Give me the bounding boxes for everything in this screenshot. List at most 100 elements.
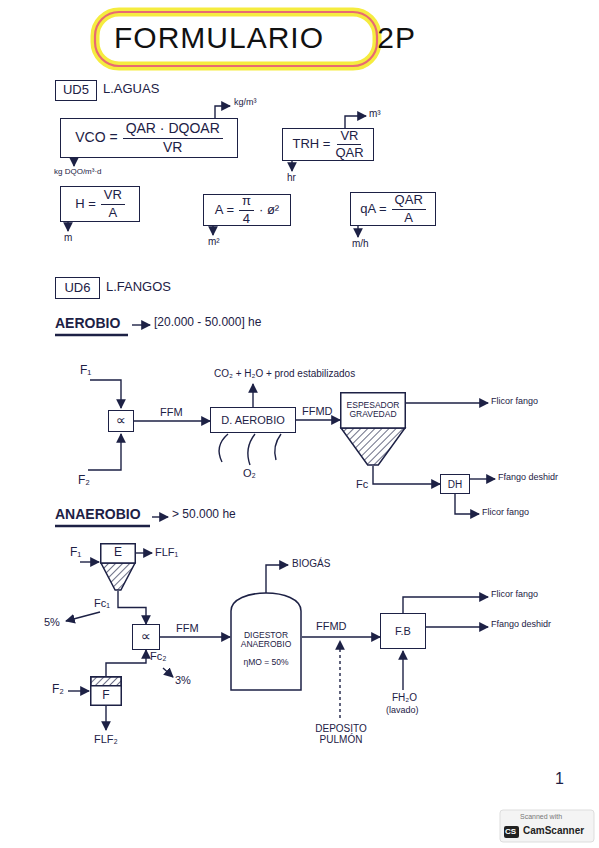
thickener: ESPESADOR GRAVEDAD <box>340 392 406 466</box>
section-box: UD6 <box>55 277 100 299</box>
flow-connector <box>302 636 380 637</box>
flow-name: FFMD <box>302 405 333 417</box>
unit-arrow <box>67 222 68 231</box>
node-content: F <box>90 685 122 706</box>
unit-note: m² <box>208 236 220 247</box>
flow-arrow <box>68 690 89 691</box>
unit-arrow <box>215 106 230 118</box>
node-content: ESPESADOR GRAVEDAD <box>340 392 406 428</box>
node-text: UD6 <box>64 281 90 295</box>
node-text: F.B <box>395 625 411 637</box>
node-content: DIGESTOR ANAEROBIOηMO = 50% <box>230 607 302 691</box>
subsection-title: ANAEROBIO <box>55 507 141 522</box>
hopper-shape <box>101 563 135 590</box>
unit-arrow <box>212 226 213 235</box>
subsection-title: AEROBIO <box>55 316 120 331</box>
percent-note: 5% <box>44 616 60 628</box>
gas-name: O₂ <box>243 467 256 479</box>
dashed-arrow <box>339 641 340 718</box>
digester: DIGESTOR ANAEROBIOηMO = 50% <box>230 583 302 691</box>
unit-arrow <box>73 158 74 166</box>
flow-name: Flicor fango <box>482 508 529 518</box>
watermark-text: CamScanner <box>523 825 584 836</box>
flow-name: FLF₁ <box>155 546 178 558</box>
node-text: E <box>114 546 122 559</box>
node-text: UD5 <box>63 83 89 97</box>
note-arrow <box>66 612 100 621</box>
float-layer <box>91 677 122 686</box>
formula-box: VCO = QAR · DQOARVR <box>60 118 238 158</box>
flow-arrow <box>470 478 495 479</box>
unit-note: m/h <box>352 238 369 249</box>
flow-name: Fc₂ <box>150 650 167 662</box>
formula-box: A =π4· ø² <box>203 194 291 226</box>
node-content: ∝ <box>133 625 159 649</box>
fraction-numerator: QAR <box>392 193 426 209</box>
unit-arrow <box>357 226 358 237</box>
fraction-numerator: VR <box>101 188 125 204</box>
unit-note: m <box>64 232 72 243</box>
range-note: [20.000 - 50.000] he <box>154 316 261 329</box>
tank-shape <box>91 677 122 706</box>
flow-name: F₁ <box>80 364 91 377</box>
section-title: L.FANGOS <box>106 280 171 294</box>
flow-name: FH₂O <box>392 692 417 703</box>
unit-note: kg/m³ <box>234 98 257 108</box>
node-content: D. AEROBIO <box>211 408 295 432</box>
heading-arrow <box>152 516 168 517</box>
flow-connector <box>160 636 230 637</box>
flow-name: Ffango deshidr <box>498 473 558 483</box>
fraction-denominator: A <box>404 210 413 225</box>
flow-name: Ffango deshidr <box>491 620 551 630</box>
fraction-numerator: VR <box>337 129 361 145</box>
flow-arrow <box>455 494 479 514</box>
flow-arrow <box>406 402 488 403</box>
flotation-unit: F <box>90 676 122 706</box>
node-text: DIGESTOR ANAEROBIO <box>233 631 299 650</box>
flow-arrow <box>402 651 403 690</box>
node-content: F.B <box>381 614 425 648</box>
tank-shape <box>341 393 406 428</box>
tank-note: DEPOSITO PULMÓN <box>306 723 376 745</box>
flow-name: Flicor fango <box>491 590 538 600</box>
section-box: UD5 <box>55 80 97 101</box>
flow-arrow <box>80 561 99 562</box>
flow-name: FFMD <box>316 620 347 632</box>
unit-note: m³ <box>369 108 381 119</box>
heading-underline <box>55 334 128 336</box>
hopper-shape <box>341 428 405 465</box>
flow-name: Fc <box>356 478 368 490</box>
formula-lhs: qA = <box>360 202 386 216</box>
flow-arrow <box>90 380 121 408</box>
flow-connector <box>134 420 210 421</box>
formula-lhs: VCO = <box>75 130 117 145</box>
watermark-box <box>500 810 594 842</box>
flow-name: FFM <box>176 622 199 634</box>
node-content: VCO = QAR · DQOARVR <box>61 119 237 157</box>
flow-arrow <box>88 434 121 470</box>
tank-shape <box>101 544 136 563</box>
fraction: QARA <box>392 193 426 225</box>
flow-note: (lavado) <box>386 706 419 716</box>
percent-note: 3% <box>175 674 191 686</box>
page-title: FORMULARIO 2P <box>114 21 416 55</box>
fraction-denominator: VR <box>163 139 182 155</box>
node-content: UD6 <box>56 278 99 298</box>
fraction: VRQAR <box>335 129 363 161</box>
node-content: A =π4· ø² <box>204 195 290 225</box>
product-note: CO₂ + H₂O + prod estabilizados <box>214 368 355 379</box>
flow-arrow <box>426 626 488 627</box>
node-text: D. AEROBIO <box>221 414 285 426</box>
gas-name: BIOGÁS <box>292 558 330 569</box>
formula-lhs: A = <box>215 203 234 217</box>
unit-arrow <box>345 116 366 128</box>
formula-box: TRH =VRQAR <box>282 128 374 161</box>
flow-connector <box>106 650 146 676</box>
heading-underline <box>55 525 150 527</box>
fraction: QAR · DQOARVR <box>123 121 223 155</box>
flow-name: Flicor fango <box>491 397 538 407</box>
flow-connector <box>118 591 146 624</box>
fraction: VRA <box>101 188 125 220</box>
page-number: 1 <box>555 770 564 788</box>
